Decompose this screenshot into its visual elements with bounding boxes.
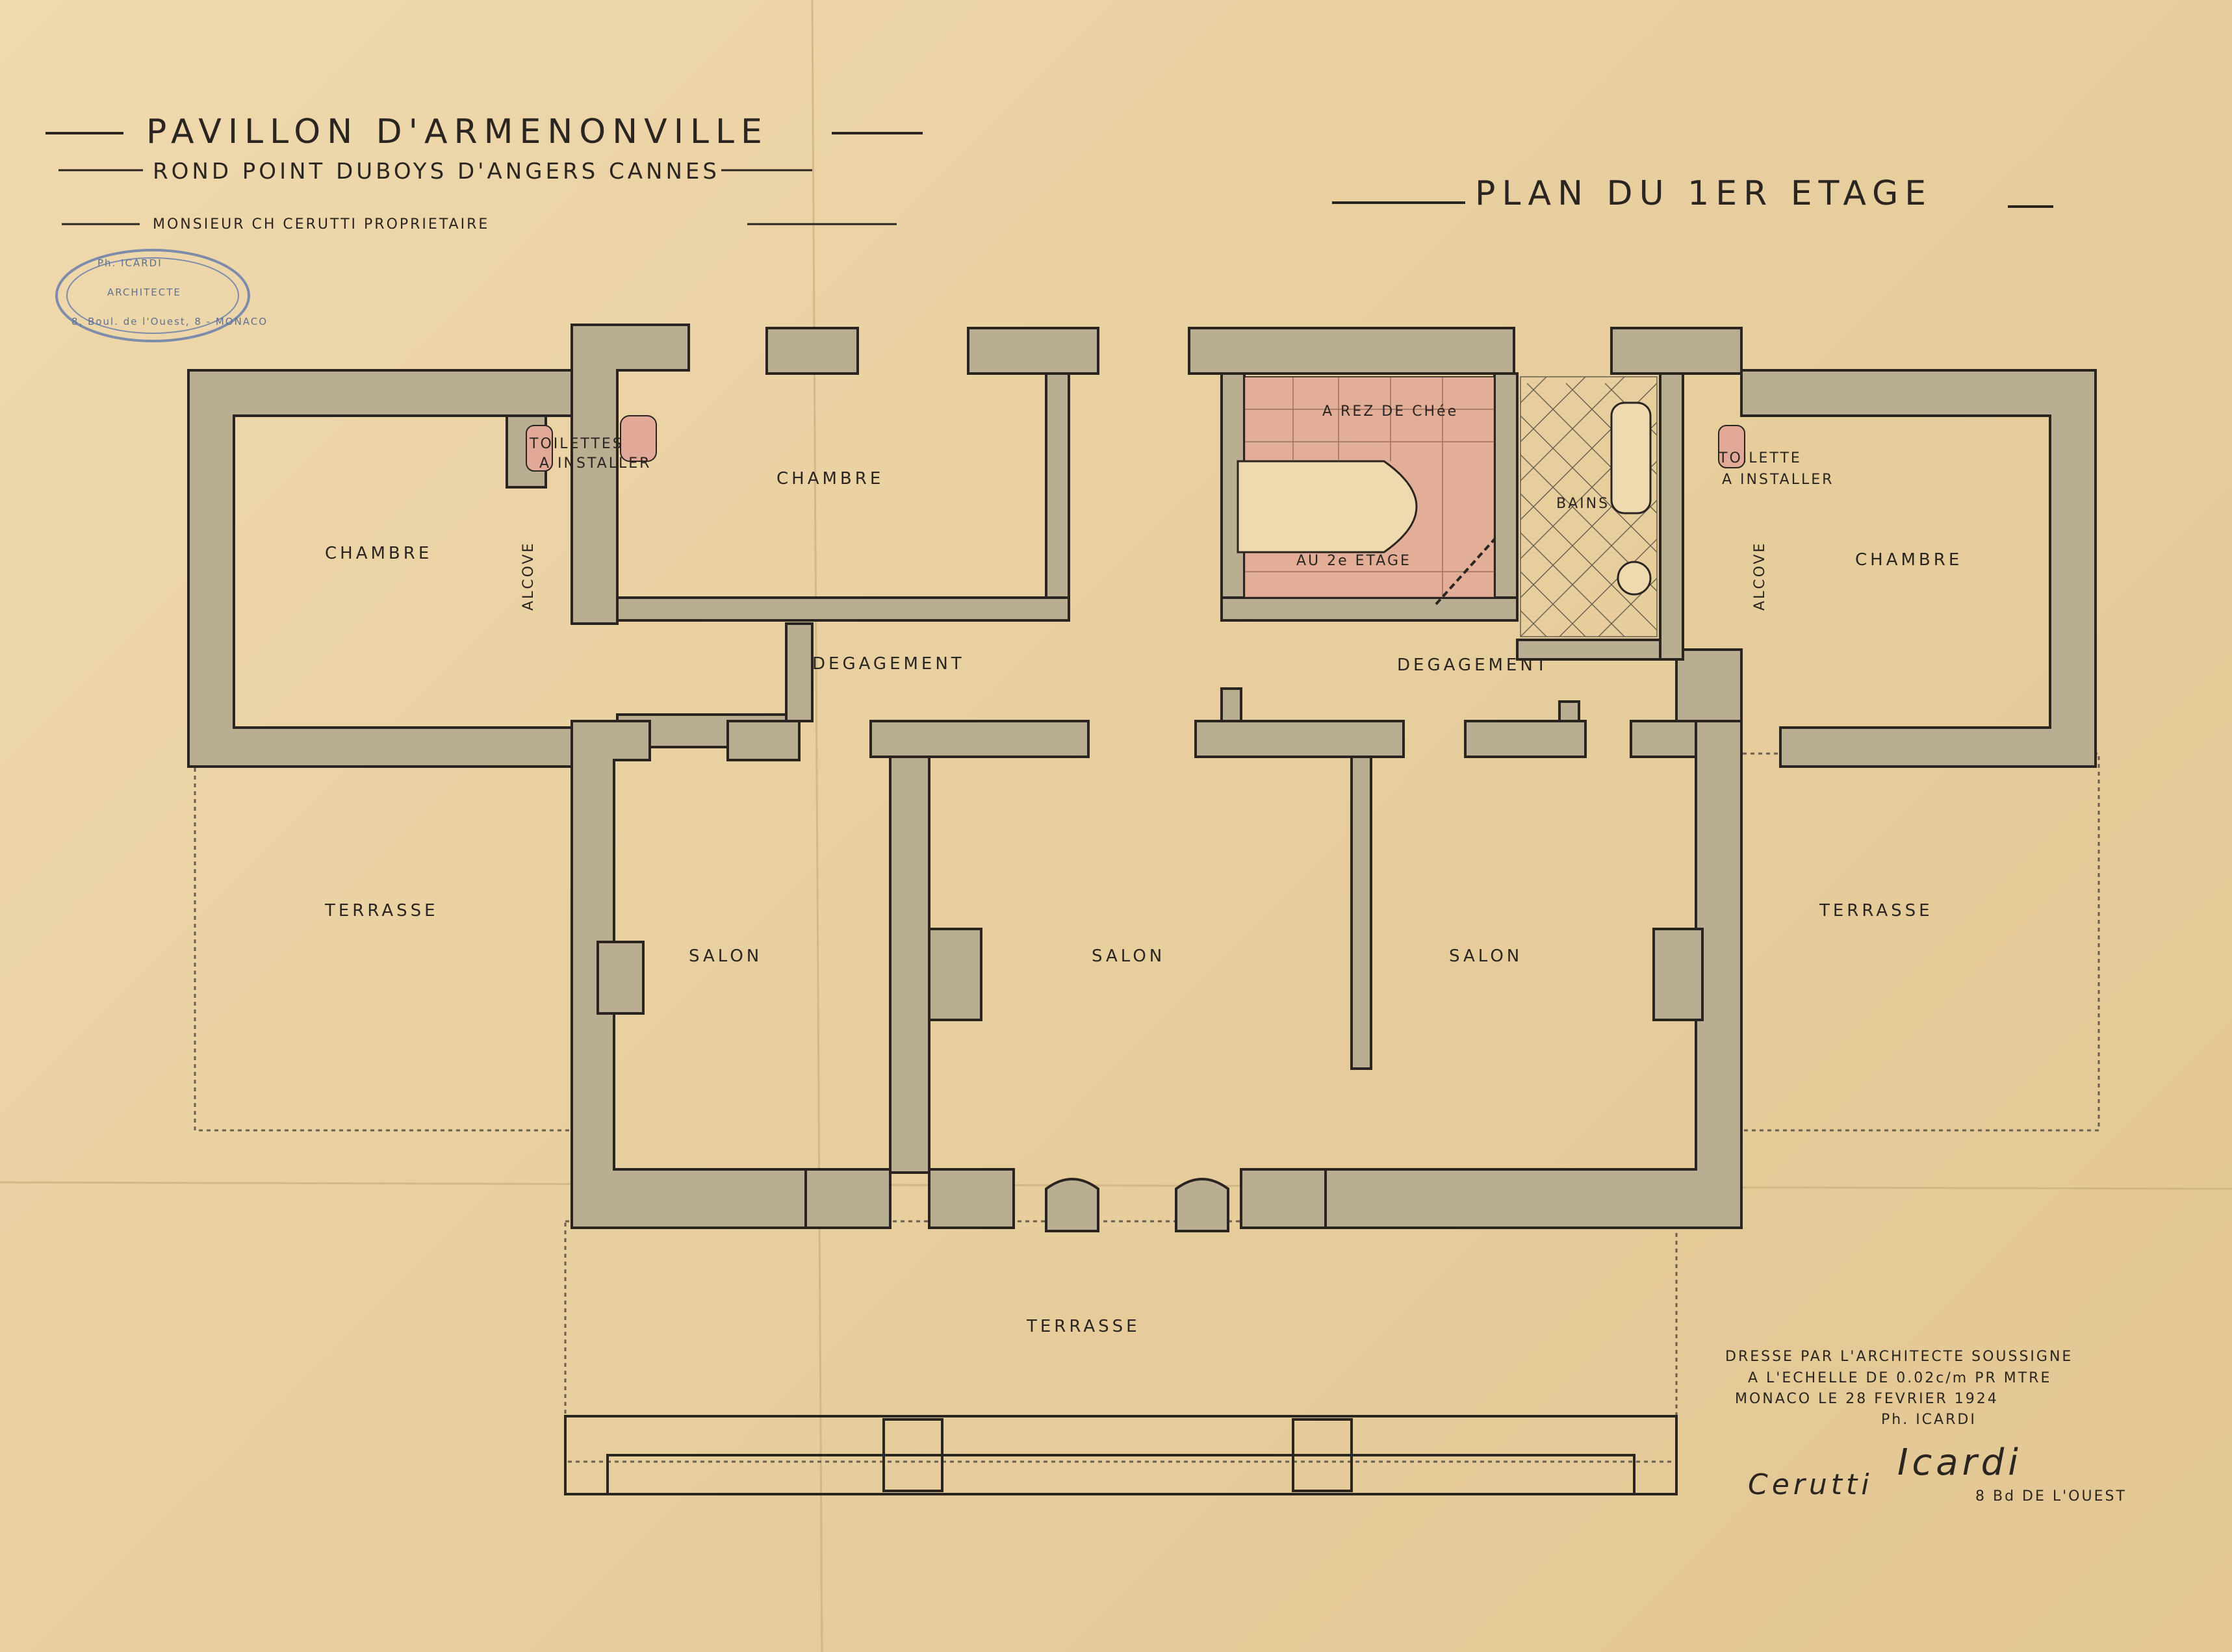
plan-title: PLAN DU 1ER ETAGE	[1475, 174, 1932, 213]
label-salon-left: SALON	[689, 947, 762, 966]
certification-block: DRESSE PAR L'ARCHITECTE SOUSSIGNE A L'EC…	[1725, 1349, 2127, 1505]
label-chambre-right: CHAMBRE	[1855, 550, 1962, 570]
label-terrasse-bottom: TERRASSE	[1026, 1317, 1140, 1336]
label-a-installer-left: A INSTALLER	[539, 455, 651, 472]
washbasins	[526, 415, 1745, 472]
label-alcove-right: ALCOVE	[1752, 541, 1768, 611]
label-chambre-center: CHAMBRE	[776, 469, 884, 489]
owner-signature: Cerutti	[1748, 1468, 1873, 1501]
label-bains: BAINS	[1556, 496, 1610, 512]
label-a-rez-de-chee: A REZ DE CHée	[1322, 403, 1458, 420]
footer-line-3: MONACO LE 28 FEVRIER 1924	[1735, 1391, 1999, 1407]
svg-text:Ph. ICARDI: Ph. ICARDI	[97, 257, 162, 269]
bottom-balustrade	[564, 1415, 1678, 1495]
walls	[187, 324, 2097, 1232]
label-a-installer-right: A INSTALLER	[1722, 472, 1834, 488]
architect-stamp: Ph. ICARDI ARCHITECTE 8, Boul. de l'Oues…	[55, 249, 268, 342]
label-chambre-left: CHAMBRE	[325, 544, 432, 563]
room-labels: CHAMBRE CHAMBRE CHAMBRE TOILETTES A INST…	[324, 403, 1962, 1336]
footer-address: 8 Bd DE L'OUEST	[1975, 1488, 2127, 1505]
architect-signature: Icardi	[1897, 1442, 2022, 1484]
label-salon-center: SALON	[1092, 947, 1165, 966]
label-alcove-left: ALCOVE	[520, 541, 537, 611]
label-terrasse-right: TERRASSE	[1819, 901, 1933, 921]
svg-text:ARCHITECTE: ARCHITECTE	[107, 286, 181, 298]
project-title: PAVILLON D'ARMENONVILLE	[146, 112, 769, 151]
project-address: ROND POINT DUBOYS D'ANGERS CANNES	[153, 159, 720, 184]
label-salon-right: SALON	[1449, 947, 1522, 966]
svg-text:8, Boul. de l'Ouest, 8 - MONAC: 8, Boul. de l'Ouest, 8 - MONACO	[71, 316, 268, 327]
title-block: PAVILLON D'ARMENONVILLE ROND POINT DUBOY…	[45, 112, 2053, 233]
label-toilettes-left: TOILETTES	[529, 436, 624, 452]
label-terrasse-left: TERRASSE	[324, 901, 439, 921]
label-au-2e-etage: AU 2e ETAGE	[1296, 553, 1411, 569]
owner-line: MONSIEUR CH CERUTTI PROPRIETAIRE	[153, 216, 489, 233]
label-toilette-right: TOILETTE	[1718, 450, 1802, 466]
footer-line-4: Ph. ICARDI	[1881, 1412, 1977, 1428]
label-degagement-right: DEGAGEMENT	[1397, 655, 1550, 675]
label-degagement-left: DEGAGEMENT	[812, 654, 965, 674]
footer-line-1: DRESSE PAR L'ARCHITECTE SOUSSIGNE	[1725, 1349, 2073, 1365]
staircase	[1237, 376, 1496, 605]
footer-line-2: A L'ECHELLE DE 0.02c/m PR MTRE	[1748, 1370, 2051, 1386]
bathroom-tiles	[1520, 376, 1658, 637]
